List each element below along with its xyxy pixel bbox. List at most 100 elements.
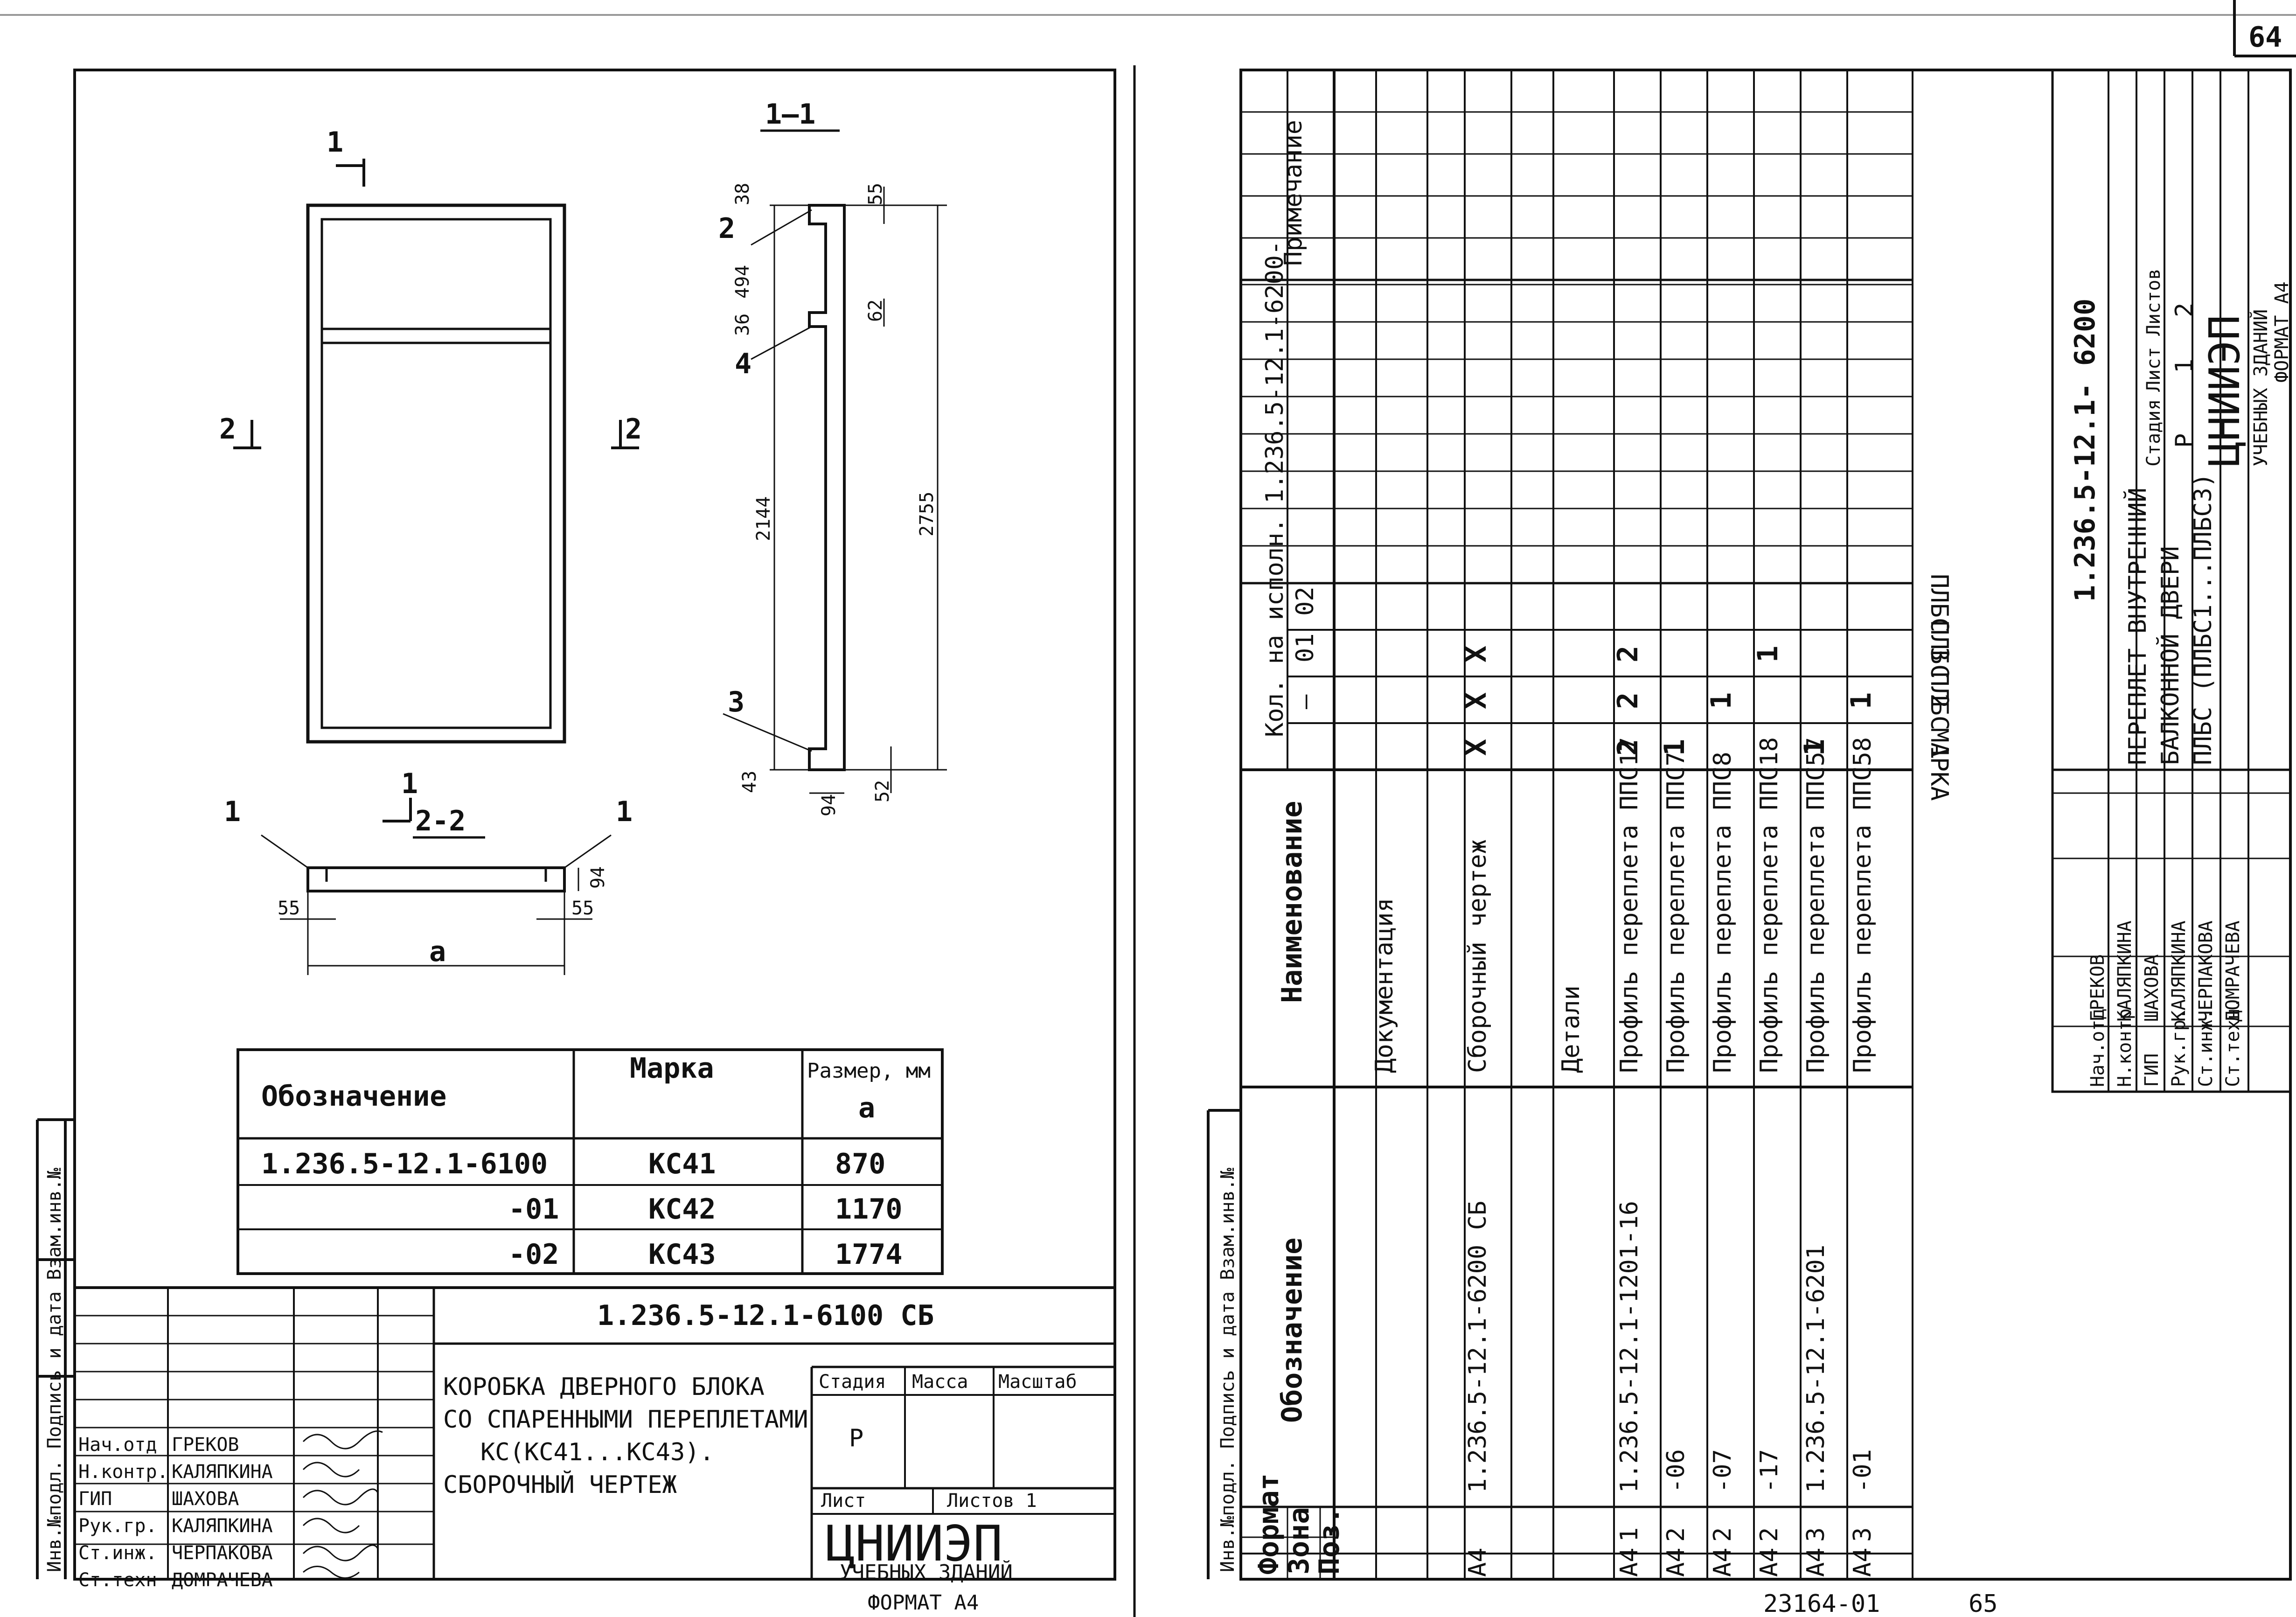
spec-cell-pos: 3 [1802, 1527, 1830, 1542]
spec-cell-qty: X [1460, 739, 1493, 756]
scale-label: Масштаб [998, 1371, 1077, 1393]
person-name: ЧЕРПАКОВА [172, 1542, 273, 1564]
rt-person-name: ШАХОВА [2141, 955, 2163, 1022]
marks-cell-mark: КС43 [648, 1238, 716, 1271]
spec-cell-pos: 2 [1709, 1527, 1737, 1542]
marks-cell-mark: КС42 [648, 1193, 716, 1226]
title-line: СБОРОЧНЫЙ ЧЕРТЕЖ [443, 1471, 677, 1499]
spec-cell-name: Профиль переплета ППС17 [1615, 737, 1643, 1073]
spec-cell-name: Профиль переплета ППС18 [1755, 737, 1783, 1073]
marks-header-mark: Марка [630, 1052, 714, 1085]
spec-cell-name: Профиль переплета ППС7 [1662, 752, 1690, 1073]
sheet-label: Лист [821, 1490, 866, 1512]
rt-sheets-label: Листов [2143, 269, 2164, 336]
rt-person-role: Ст.инж. [2195, 1008, 2217, 1087]
rt-org: ЦНИИЭП [2200, 315, 2249, 467]
mark-value: ПЛБС 3 [1925, 574, 1953, 662]
rt-sheet-label: Лист [2143, 347, 2164, 392]
rt-person-name: КАЛЯПКИНА [2168, 920, 2190, 1022]
callout: 2 [625, 413, 642, 446]
marks-cell-mark: КС41 [648, 1148, 716, 1180]
archive-number: 23164-01 [1763, 1590, 1880, 1617]
callout: 2 [219, 413, 236, 446]
rt-title-line: ПЕРЕПЛЕТ ВНУТРЕННИЙ [2123, 488, 2152, 765]
mass-label: Масса [912, 1371, 968, 1393]
dim-2755: 2755 [916, 492, 938, 537]
person-role: Ст.техн [78, 1569, 157, 1591]
title-block-code: 1.236.5-12.1-6100 СБ [597, 1299, 934, 1332]
spec-cell-qty: 2 [1612, 692, 1644, 709]
header-zone: Зона [1283, 1507, 1315, 1575]
spec-cell-name: Профиль переплета ППС58 [1849, 737, 1877, 1073]
rt-person-role: Н.контр [2114, 1008, 2136, 1087]
header-name: Наименование [1276, 801, 1308, 1003]
stage-value: Р [849, 1424, 863, 1452]
marks-cell-designation: -02 [508, 1238, 559, 1271]
person-name: КАЛЯПКИНА [172, 1461, 273, 1483]
spec-cell-format: А4 [1709, 1547, 1737, 1577]
side-stamp: Инв.№подл. Подпись и дата Взам.инв.№ [44, 1168, 65, 1572]
spec-cell-qty: X [1460, 646, 1493, 662]
sheet-number: 64 [2248, 21, 2282, 54]
spec-cell-pos: 2 [1755, 1527, 1783, 1542]
spec-table [1239, 70, 1913, 1579]
right-sheet [1207, 69, 2292, 1581]
marks-header-size: Размер, мм [807, 1059, 931, 1083]
spec-cell-qty: 1 [1752, 646, 1784, 662]
person-role: Ст.инж. [78, 1542, 157, 1564]
mark-label: МАРКА [1925, 728, 1953, 801]
section-1-1-label: 1—1 [765, 98, 815, 131]
stage-label: Стадия [819, 1371, 886, 1393]
title-line: КОРОБКА ДВЕРНОГО БЛОКА [443, 1373, 765, 1401]
rt-title-line: БАЛКОННОЙ ДВЕРИ [2156, 546, 2185, 765]
dim-55-left: 55 [278, 898, 300, 919]
rt-person-role: ГИП [2141, 1053, 2163, 1087]
org-sub: УЧЕБНЫХ ЗДАНИЙ [840, 1560, 1013, 1584]
callout: 3 [728, 686, 744, 718]
person-name: ШАХОВА [172, 1488, 239, 1510]
dim-62: 62 [865, 300, 886, 322]
rt-person-name: КАЛЯПКИНА [2114, 920, 2136, 1022]
spec-cell-format: А4 [1755, 1547, 1783, 1577]
spec-cell-format: А4 [1662, 1547, 1690, 1577]
title-line: КС(КС41...КС43). [480, 1438, 714, 1466]
header-pos: Поз. [1313, 1507, 1346, 1575]
spec-cell-designation: -07 [1709, 1449, 1737, 1493]
header-designation: Обозначение [1276, 1238, 1308, 1423]
rt-code: 1.236.5-12.1- 6200 [2069, 299, 2101, 602]
person-role: Рук.гр. [78, 1515, 157, 1537]
marks-cell-size: 1774 [835, 1238, 903, 1271]
header-q2: 01 [1291, 633, 1319, 662]
mark-value: ПЛБС 1 [1925, 672, 1953, 760]
dim-494: 494 [732, 265, 753, 299]
rt-stage-label: Стадия [2143, 399, 2164, 467]
header-format: Формат [1252, 1473, 1285, 1575]
spec-cell-pos: 1 [1615, 1527, 1643, 1542]
spec-cell-designation: -17 [1755, 1449, 1783, 1493]
person-role: ГИП [78, 1488, 112, 1510]
spec-cell-pos: 3 [1849, 1527, 1877, 1542]
spec-cell-name: Документация [1371, 898, 1398, 1073]
left-sheet [36, 69, 1116, 1581]
section-2-2-label: 2-2 [415, 805, 466, 837]
spec-cell-qty: 1 [1845, 692, 1878, 709]
page-number: 65 [1969, 1590, 1998, 1617]
spec-cell-qty: X [1460, 692, 1493, 709]
rt-person-role: Рук.гр. [2168, 1008, 2190, 1087]
person-role: Нач.отд [78, 1434, 157, 1456]
title-line: СО СПАРЕННЫМИ ПЕРЕПЛЕТАМИ [443, 1406, 808, 1434]
marks-cell-designation: -01 [508, 1193, 559, 1226]
person-name: ГРЕКОВ [172, 1434, 239, 1456]
spec-cell-format: А4 [1849, 1547, 1877, 1577]
person-name: КАЛЯПКИНА [172, 1515, 273, 1537]
rt-org-sub: УЧЕБНЫХ ЗДАНИЙ [2249, 309, 2272, 467]
dim-55: 55 [865, 183, 886, 205]
person-name: ДОМРАЧЕВА [172, 1569, 273, 1591]
rt-stage-value: Р [2171, 433, 2199, 448]
spec-cell-qty: 2 [1612, 646, 1644, 662]
right-title-block [2051, 69, 2292, 1093]
